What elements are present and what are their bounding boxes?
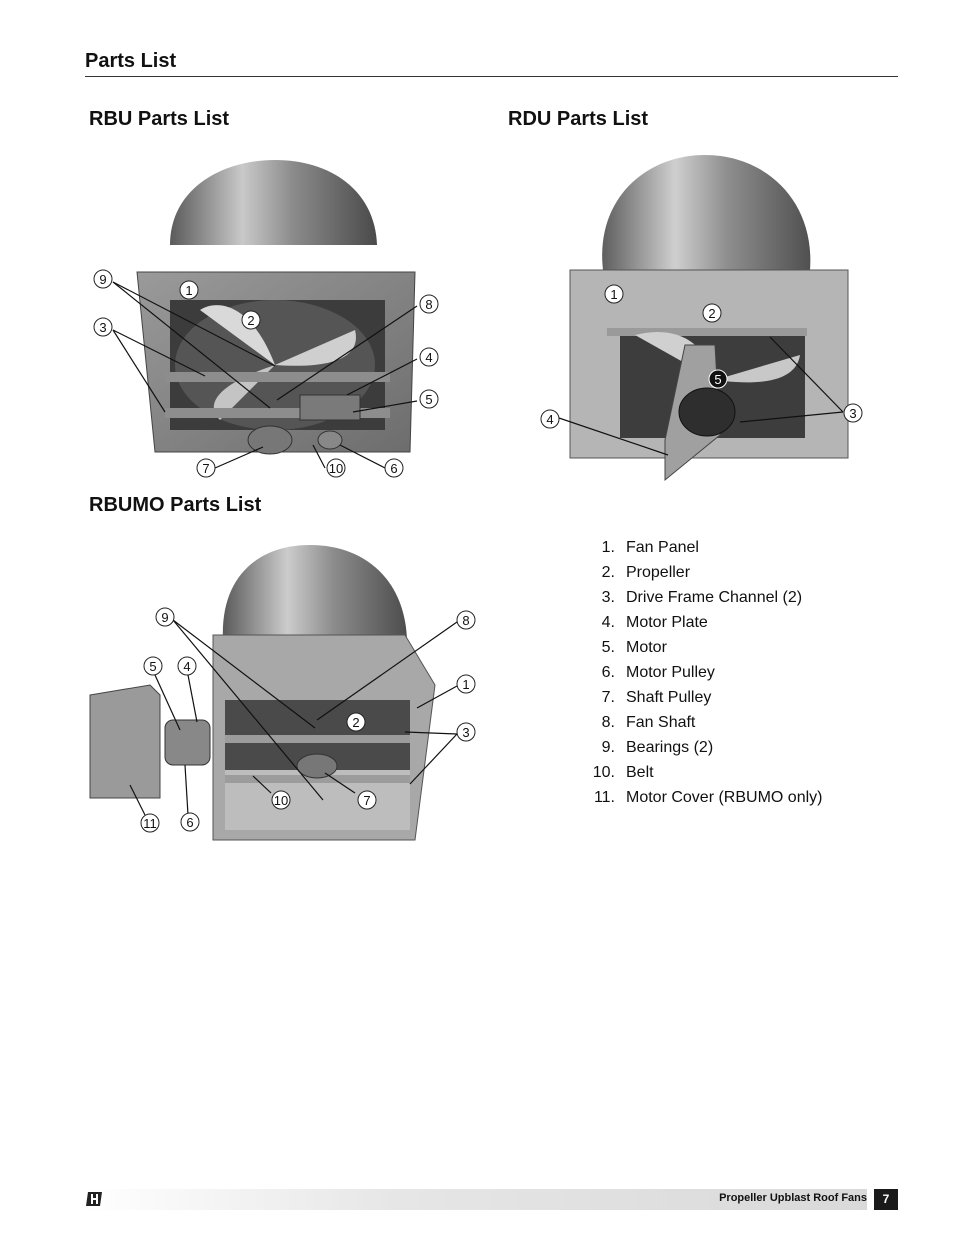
list-item: 3.Drive Frame Channel (2)	[580, 585, 822, 610]
rbumo-callout-11: 11	[140, 813, 160, 833]
part-name: Motor	[626, 639, 667, 656]
rbu-callout-4: 4	[419, 347, 439, 367]
rdu-callout-3: 3	[843, 403, 863, 423]
rbumo-callout-2: 2	[346, 712, 366, 732]
rbu-callout-2: 2	[241, 310, 261, 330]
svg-text:8: 8	[425, 297, 432, 312]
rbumo-callout-1: 1	[456, 674, 476, 694]
rbumo-callout-5: 5	[143, 656, 163, 676]
rbumo-callout-9: 9	[155, 607, 175, 627]
rbu-fan-figure: 9 1 2 3 8 4 5 7 10 6	[85, 150, 455, 490]
rbumo-callout-8: 8	[456, 610, 476, 630]
rdu-section-title: RDU Parts List	[508, 108, 649, 130]
svg-text:3: 3	[462, 725, 469, 740]
svg-text:9: 9	[99, 272, 106, 287]
list-item: 6.Motor Pulley	[580, 660, 822, 685]
svg-text:5: 5	[714, 372, 721, 387]
page-number: 7	[874, 1189, 898, 1210]
svg-text:4: 4	[183, 659, 190, 674]
rbu-callout-6: 6	[384, 458, 404, 478]
list-item: 1.Fan Panel	[580, 535, 822, 560]
rbu-section-title: RBU Parts List	[89, 108, 230, 130]
part-name: Motor Pulley	[626, 664, 715, 681]
svg-text:2: 2	[247, 313, 254, 328]
rbu-callout-8: 8	[419, 294, 439, 314]
part-name: Drive Frame Channel (2)	[626, 589, 803, 606]
part-name: Fan Shaft	[626, 714, 696, 731]
rbumo-section-title: RBUMO Parts List	[89, 494, 262, 516]
svg-text:3: 3	[849, 406, 856, 421]
svg-text:7: 7	[363, 793, 370, 808]
svg-text:6: 6	[390, 461, 397, 476]
svg-text:2: 2	[352, 715, 359, 730]
svg-text:10: 10	[329, 461, 343, 476]
part-name: Bearings (2)	[626, 739, 714, 756]
list-item: 7.Shaft Pulley	[580, 685, 822, 710]
list-item: 8.Fan Shaft	[580, 710, 822, 735]
footer-bar	[85, 1189, 867, 1210]
svg-text:5: 5	[149, 659, 156, 674]
rbumo-fan-figure: 9 8 5 4 1 2 3 10 7 11 6	[85, 540, 485, 850]
svg-text:6: 6	[186, 815, 193, 830]
rbumo-callout-4: 4	[177, 656, 197, 676]
svg-text:1: 1	[185, 283, 192, 298]
part-name: Propeller	[626, 564, 691, 581]
rbu-callout-1: 1	[179, 280, 199, 300]
part-name: Fan Panel	[626, 539, 699, 556]
svg-text:4: 4	[546, 412, 553, 427]
rdu-callout-1: 1	[604, 284, 624, 304]
rbu-callout-10: 10	[326, 458, 346, 478]
footer-doc-title: Propeller Upblast Roof Fans	[719, 1192, 867, 1204]
svg-text:7: 7	[202, 461, 209, 476]
list-item: 2.Propeller	[580, 560, 822, 585]
list-item: 4.Motor Plate	[580, 610, 822, 635]
list-item: 11.Motor Cover (RBUMO only)	[580, 785, 823, 810]
part-name: Shaft Pulley	[626, 689, 712, 706]
title-divider	[85, 76, 898, 77]
svg-text:3: 3	[99, 320, 106, 335]
rdu-callout-5: 5	[708, 369, 728, 389]
parts-list: 1.Fan Panel 2.Propeller 3.Drive Frame Ch…	[580, 535, 823, 810]
svg-text:11: 11	[143, 816, 157, 831]
greenheck-logo-icon	[85, 1191, 103, 1207]
rdu-callout-2: 2	[702, 303, 722, 323]
rbumo-callout-6: 6	[180, 812, 200, 832]
svg-text:5: 5	[425, 392, 432, 407]
rbumo-callout-10: 10	[271, 790, 291, 810]
rbu-callout-7: 7	[196, 458, 216, 478]
svg-text:1: 1	[462, 677, 469, 692]
rbu-callout-9: 9	[93, 269, 113, 289]
svg-text:9: 9	[161, 610, 168, 625]
svg-text:1: 1	[610, 287, 617, 302]
part-name: Motor Cover (RBUMO only)	[626, 789, 823, 806]
page-title: Parts List	[85, 50, 177, 72]
svg-text:10: 10	[274, 793, 288, 808]
rdu-fan-figure: 1 2 5 4 3	[535, 150, 875, 485]
rbumo-callout-7: 7	[357, 790, 377, 810]
svg-text:8: 8	[462, 613, 469, 628]
rbu-callout-3: 3	[93, 317, 113, 337]
svg-text:2: 2	[708, 306, 715, 321]
list-item: 5.Motor	[580, 635, 822, 660]
rdu-callout-4: 4	[540, 409, 560, 429]
svg-text:4: 4	[425, 350, 432, 365]
part-name: Motor Plate	[626, 614, 708, 631]
list-item: 9.Bearings (2)	[580, 735, 822, 760]
part-name: Belt	[626, 764, 654, 781]
rbu-callout-5: 5	[419, 389, 439, 409]
list-item: 10.Belt	[580, 760, 822, 785]
rbumo-callout-3: 3	[456, 722, 476, 742]
